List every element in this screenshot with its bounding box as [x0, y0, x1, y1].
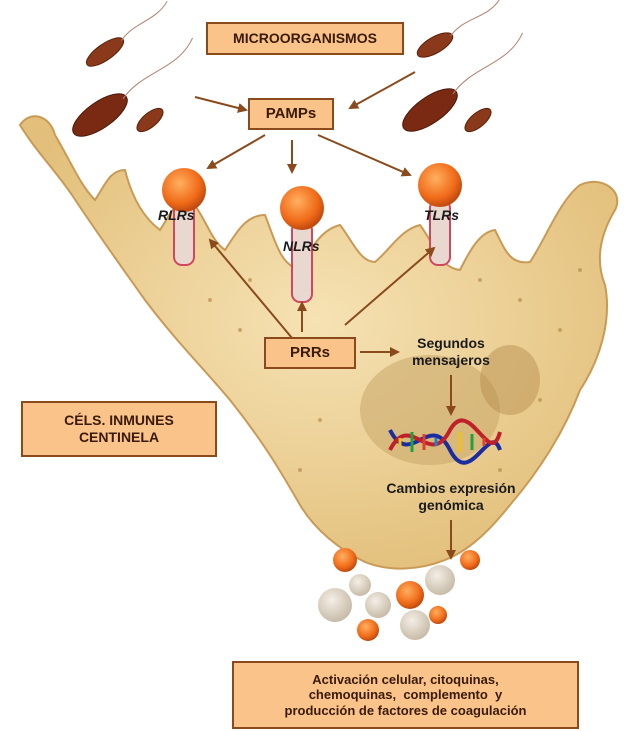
- activacion-box: Activación celular, citoquinas, chemoqui…: [232, 661, 579, 729]
- rlrs-label: RLRs: [158, 207, 195, 223]
- nlrs-label: NLRs: [283, 238, 320, 254]
- bacterium-icon: [66, 36, 205, 144]
- cambios-line2: genómica: [356, 497, 546, 514]
- nucleus: [360, 355, 500, 465]
- segundos-mensajeros-label: Segundos mensajeros: [392, 335, 510, 369]
- cambios-line1: Cambios expresión: [356, 480, 546, 497]
- activacion-line2: chemoquinas, complemento y: [309, 687, 503, 703]
- bacterium-icon: [82, 0, 175, 71]
- bacterium-icon: [461, 104, 495, 135]
- pamps-label: PAMPs: [266, 105, 317, 123]
- segundos-line1: Segundos: [392, 335, 510, 352]
- microorganismos-box: MICROORGANISMOS: [206, 22, 404, 55]
- bacterium-icon: [133, 104, 167, 135]
- bacterium-icon: [414, 0, 509, 62]
- cambios-expresion-label: Cambios expresión genómica: [356, 480, 546, 514]
- segundos-line2: mensajeros: [392, 352, 510, 369]
- activacion-line1: Activación celular, citoquinas,: [312, 672, 498, 688]
- prrs-label: PRRs: [290, 344, 330, 362]
- microorganismos-label: MICROORGANISMOS: [233, 30, 377, 47]
- pamps-box: PAMPs: [248, 98, 334, 130]
- celulas-line1: CÉLS. INMUNES: [64, 412, 174, 429]
- activacion-line3: producción de factores de coagulación: [285, 703, 527, 719]
- tlrs-label: TLRs: [424, 207, 459, 223]
- celulas-centinela-box: CÉLS. INMUNES CENTINELA: [21, 401, 217, 457]
- celulas-line2: CENTINELA: [79, 429, 159, 446]
- prrs-box: PRRs: [264, 337, 356, 369]
